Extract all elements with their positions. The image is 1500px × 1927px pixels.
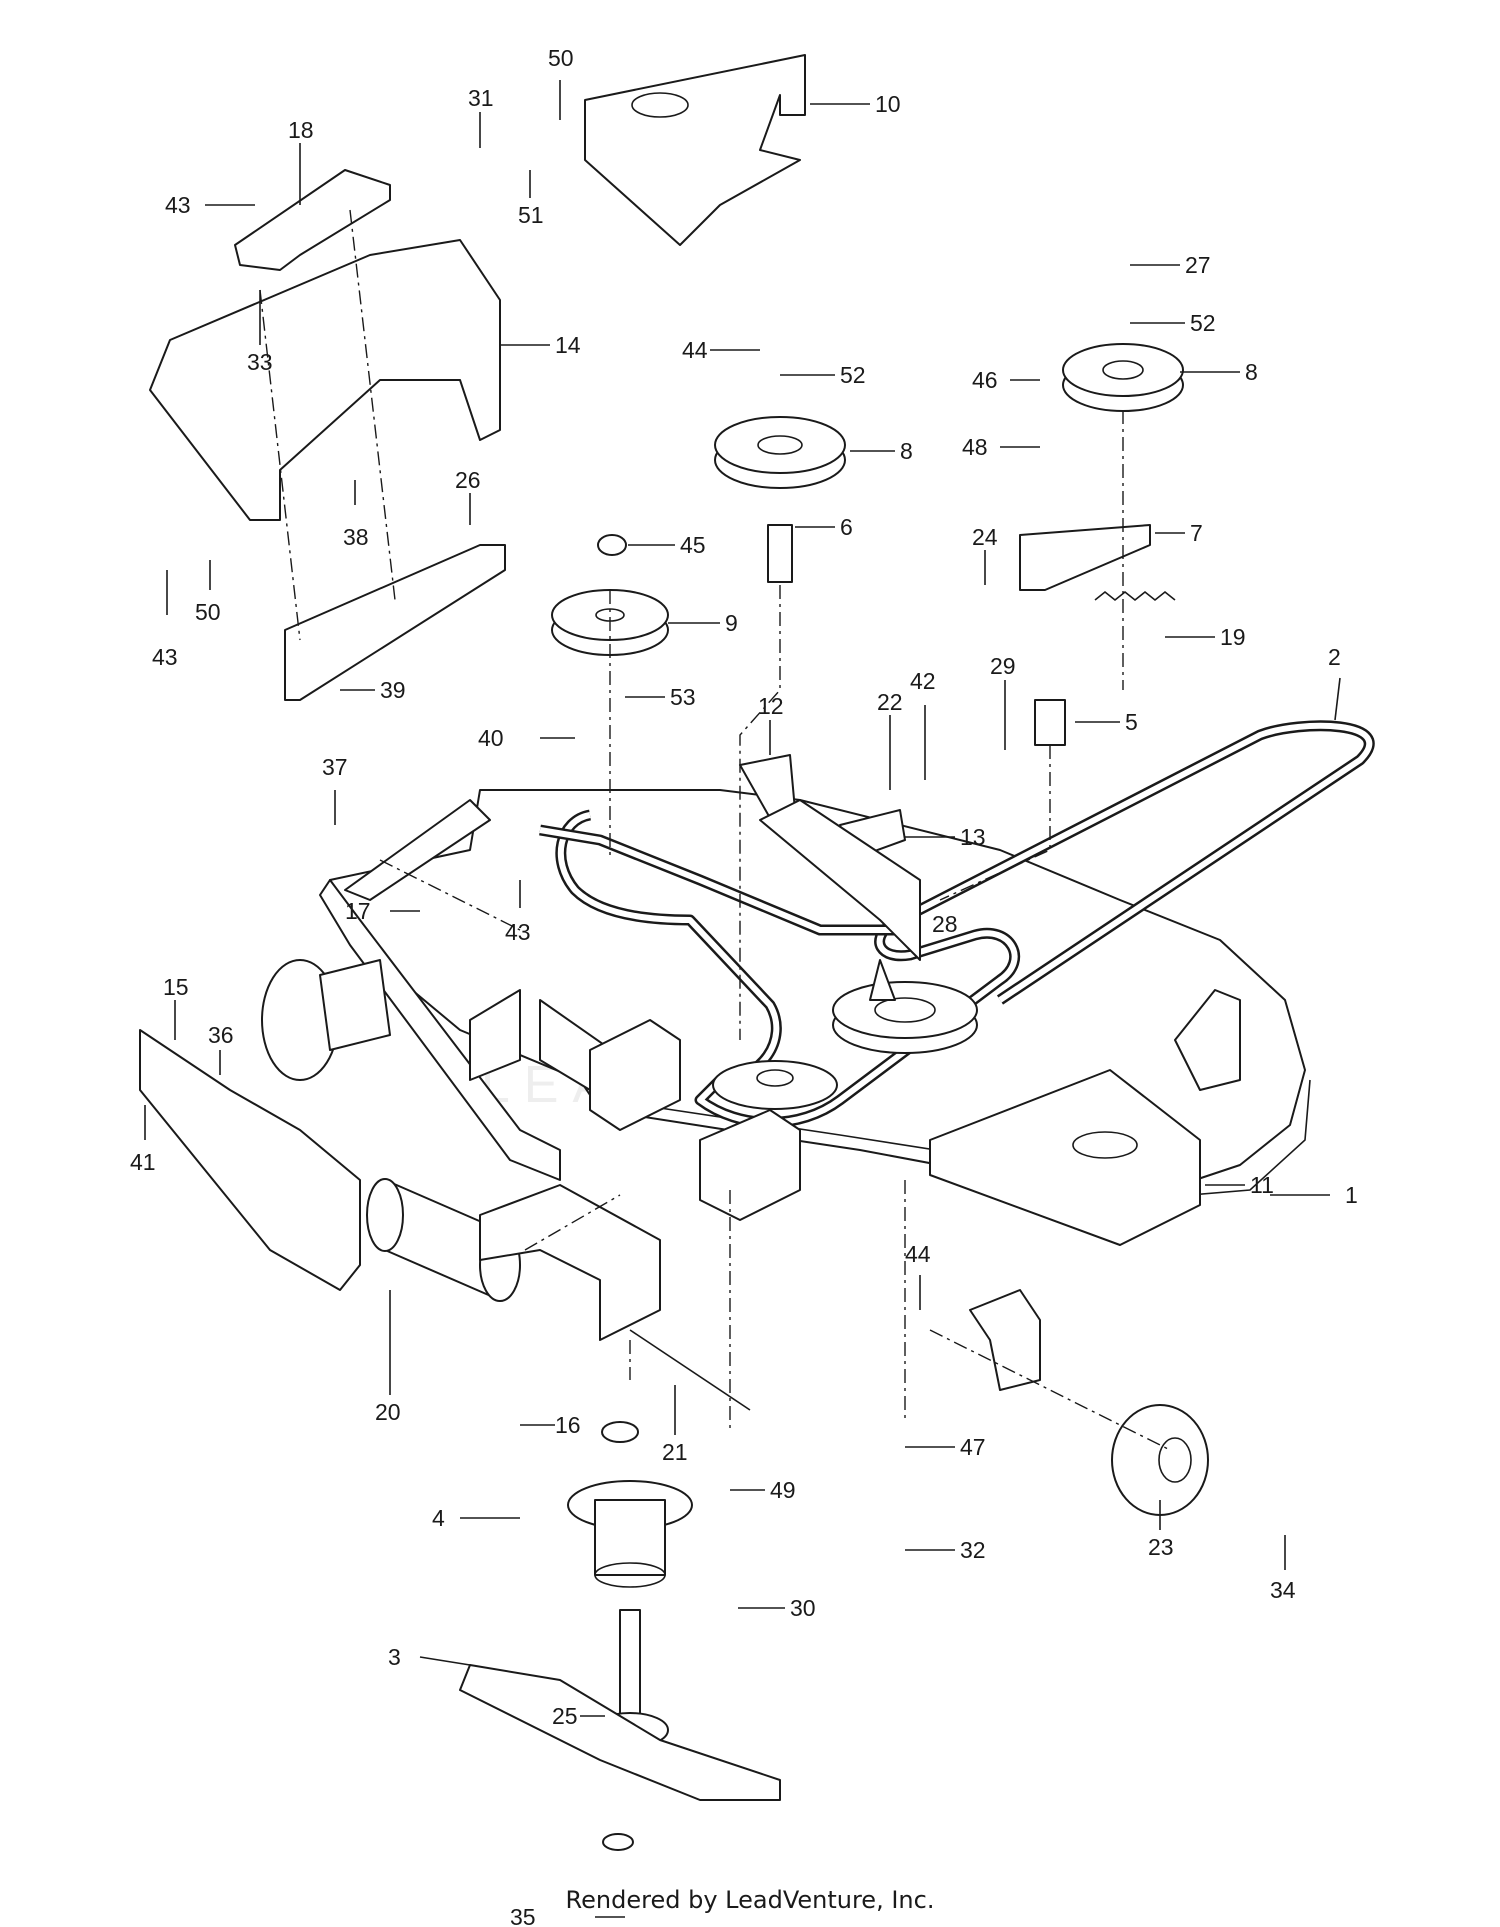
- callout-40: 40: [478, 725, 504, 751]
- callout-14: 14: [555, 332, 581, 358]
- deck-pulleys: [712, 981, 978, 1110]
- callout-38: 38: [343, 524, 369, 550]
- callout-2: 2: [1328, 644, 1341, 670]
- spacer-6: [767, 524, 793, 583]
- callout-29: 29: [990, 653, 1016, 679]
- callout-50b: 50: [195, 599, 221, 625]
- idler-pulley-center: [714, 416, 846, 489]
- spacer-5: [1034, 699, 1066, 746]
- footer-credit: Rendered by LeadVenture, Inc.: [565, 1886, 935, 1914]
- idler-arm: [1019, 524, 1151, 591]
- callout-37: 37: [322, 754, 348, 780]
- callout-12: 12: [758, 693, 784, 719]
- callout-44a: 44: [682, 337, 708, 363]
- discharge-shield: [149, 239, 501, 521]
- plate-cover-hole: [631, 92, 689, 118]
- callout-34: 34: [1270, 1577, 1296, 1603]
- callout-33: 33: [247, 349, 273, 375]
- guide-bracket-17: [344, 799, 491, 901]
- callout-17: 17: [345, 898, 371, 924]
- callout-43b: 43: [152, 644, 178, 670]
- callout-51: 51: [518, 202, 544, 228]
- callout-10: 10: [875, 91, 901, 117]
- callout-4: 4: [432, 1505, 445, 1531]
- callout-41: 41: [130, 1149, 156, 1175]
- callout-11: 11: [1250, 1172, 1274, 1198]
- callout-3: 3: [388, 1644, 401, 1670]
- callout-46: 46: [972, 367, 998, 393]
- mower-blade: [459, 1664, 781, 1801]
- callout-16: 16: [555, 1412, 581, 1438]
- callout-22: 22: [877, 689, 903, 715]
- callout-27: 27: [1185, 252, 1211, 278]
- callout-28: 28: [932, 911, 958, 937]
- right-bracket: [1174, 989, 1241, 1091]
- spindle-assembly: [567, 1421, 693, 1748]
- callout-19: 19: [1220, 624, 1246, 650]
- callout-labels: 1 2 3 4 5 6 7 8 8 9 10 11 12 13 14 15 16…: [130, 45, 1358, 1927]
- callout-18: 18: [288, 117, 314, 143]
- nut-45: [597, 534, 627, 556]
- callout-42: 42: [910, 668, 936, 694]
- callout-52b: 52: [840, 362, 866, 388]
- roller-rod: [629, 1329, 751, 1411]
- callout-8a: 8: [900, 438, 913, 464]
- callout-1: 1: [1345, 1182, 1358, 1208]
- callout-21: 21: [662, 1439, 688, 1465]
- callout-44b: 44: [905, 1241, 931, 1267]
- blade-bolt: [602, 1833, 634, 1851]
- deck-brackets: [469, 959, 896, 1221]
- callout-24: 24: [972, 524, 998, 550]
- callout-43c: 43: [505, 919, 531, 945]
- callout-50a: 50: [548, 45, 574, 71]
- callout-39: 39: [380, 677, 406, 703]
- spindle-cover: [929, 1069, 1201, 1246]
- callout-5: 5: [1125, 709, 1138, 735]
- assembly-centerlines: [259, 209, 1171, 1451]
- callout-15: 15: [163, 974, 189, 1000]
- shield-hinge: [234, 169, 391, 271]
- callout-25: 25: [552, 1703, 578, 1729]
- callout-20: 20: [375, 1399, 401, 1425]
- belt-guide: [759, 799, 921, 961]
- callout-52a: 52: [1190, 310, 1216, 336]
- roller-bracket: [479, 1184, 661, 1341]
- idler-pulley-right: [1062, 343, 1184, 412]
- callout-7: 7: [1190, 520, 1203, 546]
- callout-30: 30: [790, 1595, 816, 1621]
- callout-13: 13: [960, 824, 986, 850]
- callout-32: 32: [960, 1537, 986, 1563]
- callout-23: 23: [1148, 1534, 1174, 1560]
- callout-8b: 8: [1245, 359, 1258, 385]
- callout-31: 31: [468, 85, 494, 111]
- callout-36: 36: [208, 1022, 234, 1048]
- shield-bracket: [284, 544, 506, 701]
- rear-gauge-wheel: [969, 1289, 1209, 1516]
- callout-9: 9: [725, 610, 738, 636]
- callout-leaders: [144, 80, 1341, 1918]
- tension-spring: [1094, 590, 1176, 602]
- callout-35: 35: [510, 1904, 536, 1927]
- callout-49: 49: [770, 1477, 796, 1503]
- discharge-deflector: [139, 1029, 361, 1291]
- callout-43a: 43: [165, 192, 191, 218]
- callout-53: 53: [670, 684, 696, 710]
- callout-45: 45: [680, 532, 706, 558]
- front-gauge-wheel: [261, 959, 391, 1081]
- callout-47: 47: [960, 1434, 986, 1460]
- callout-48: 48: [962, 434, 988, 460]
- spindle-plate-cover: [584, 54, 806, 246]
- callout-6: 6: [840, 514, 853, 540]
- spindle-cover-hub: [1072, 1131, 1138, 1159]
- callout-26: 26: [455, 467, 481, 493]
